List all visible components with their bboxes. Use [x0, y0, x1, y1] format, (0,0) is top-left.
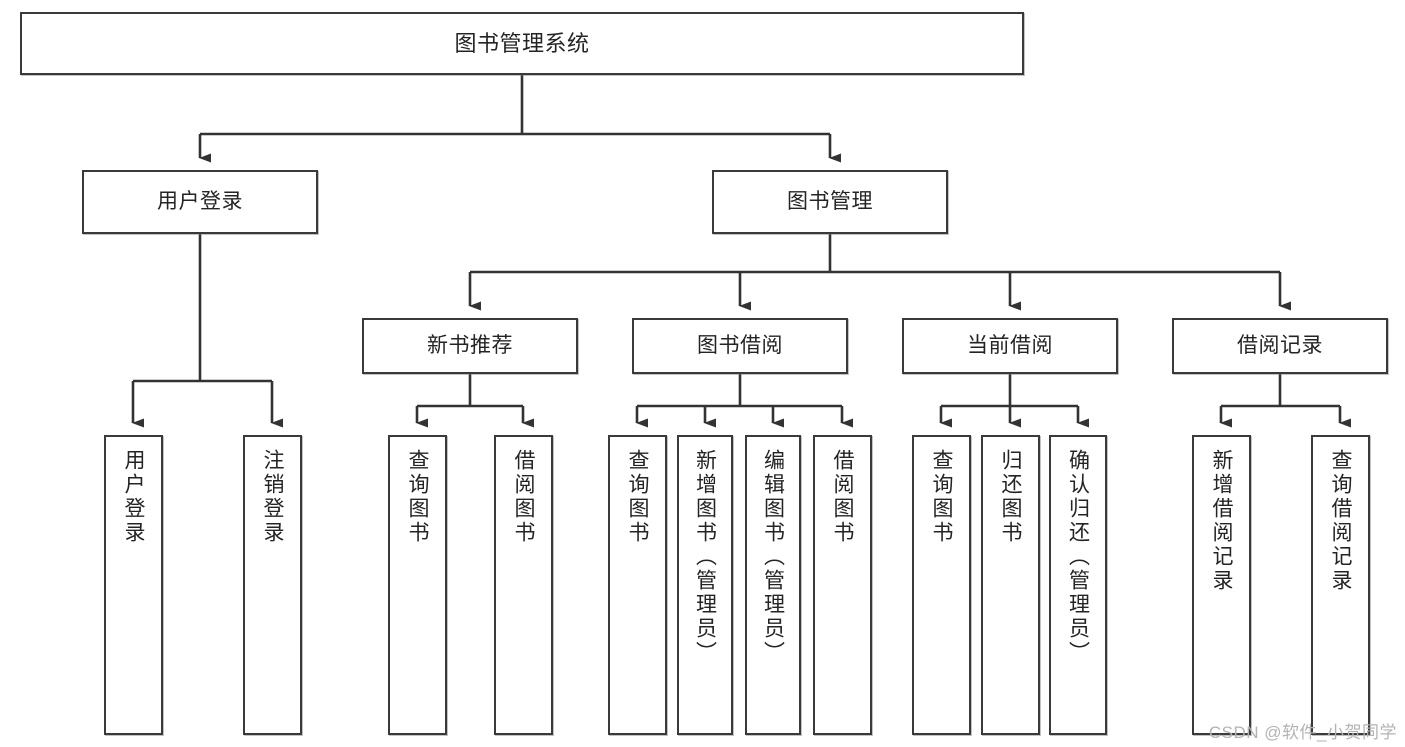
- node-root-system[interactable]: 图书管理系统: [20, 12, 1024, 75]
- node-leaf-currentborrow-query-book[interactable]: 查询图书: [912, 435, 971, 735]
- node-leaf-borrowrecord-add-record-label: 新增借阅记录: [1210, 449, 1233, 593]
- node-leaf-currentborrow-confirm-return-label: 确认归还（管理员）: [1066, 449, 1090, 665]
- node-new-book-recommend[interactable]: 新书推荐: [362, 318, 578, 374]
- node-leaf-borrowrecord-query-record-label: 查询借阅记录: [1329, 449, 1352, 593]
- node-leaf-borrowrecord-add-record[interactable]: 新增借阅记录: [1192, 435, 1251, 735]
- node-leaf-currentborrow-return-book[interactable]: 归还图书: [981, 435, 1040, 735]
- node-leaf-newbook-query-book-label: 查询图书: [406, 449, 429, 545]
- node-root-system-label: 图书管理系统: [454, 30, 590, 56]
- node-leaf-currentborrow-query-book-label: 查询图书: [930, 449, 953, 545]
- node-leaf-currentborrow-confirm-return[interactable]: 确认归还（管理员）: [1049, 435, 1107, 735]
- node-leaf-newbook-query-book[interactable]: 查询图书: [388, 435, 447, 735]
- node-book-management[interactable]: 图书管理: [712, 170, 948, 234]
- watermark-text: CSDN @软件_小贺同学: [1208, 723, 1397, 742]
- node-leaf-bookborrow-edit-book[interactable]: 编辑图书（管理员）: [745, 435, 801, 735]
- node-leaf-newbook-borrow-book-label: 借阅图书: [512, 449, 535, 545]
- node-user-login-label: 用户登录: [157, 189, 243, 213]
- node-leaf-bookborrow-edit-book-label: 编辑图书（管理员）: [761, 449, 785, 665]
- node-leaf-user-login[interactable]: 用户登录: [104, 435, 163, 735]
- node-book-management-label: 图书管理: [787, 189, 873, 213]
- node-leaf-logout-label: 注销登录: [261, 449, 284, 545]
- node-user-login[interactable]: 用户登录: [82, 170, 318, 234]
- node-leaf-bookborrow-add-book-label: 新增图书（管理员）: [693, 449, 717, 665]
- node-leaf-newbook-borrow-book[interactable]: 借阅图书: [494, 435, 553, 735]
- node-leaf-bookborrow-add-book[interactable]: 新增图书（管理员）: [677, 435, 733, 735]
- node-borrow-record[interactable]: 借阅记录: [1172, 318, 1388, 374]
- node-leaf-bookborrow-borrow-book[interactable]: 借阅图书: [813, 435, 872, 735]
- node-leaf-bookborrow-borrow-book-label: 借阅图书: [831, 449, 854, 545]
- node-current-borrow[interactable]: 当前借阅: [902, 318, 1118, 374]
- node-leaf-bookborrow-query-book-label: 查询图书: [626, 449, 649, 545]
- node-new-book-recommend-label: 新书推荐: [427, 333, 513, 357]
- node-leaf-user-login-label: 用户登录: [122, 449, 145, 545]
- node-leaf-borrowrecord-query-record[interactable]: 查询借阅记录: [1311, 435, 1370, 735]
- node-book-borrow-label: 图书借阅: [697, 333, 783, 357]
- node-book-borrow[interactable]: 图书借阅: [632, 318, 848, 374]
- node-current-borrow-label: 当前借阅: [967, 333, 1053, 357]
- node-leaf-bookborrow-query-book[interactable]: 查询图书: [608, 435, 667, 735]
- node-borrow-record-label: 借阅记录: [1237, 333, 1323, 357]
- node-leaf-currentborrow-return-book-label: 归还图书: [999, 449, 1022, 545]
- node-leaf-logout[interactable]: 注销登录: [243, 435, 302, 735]
